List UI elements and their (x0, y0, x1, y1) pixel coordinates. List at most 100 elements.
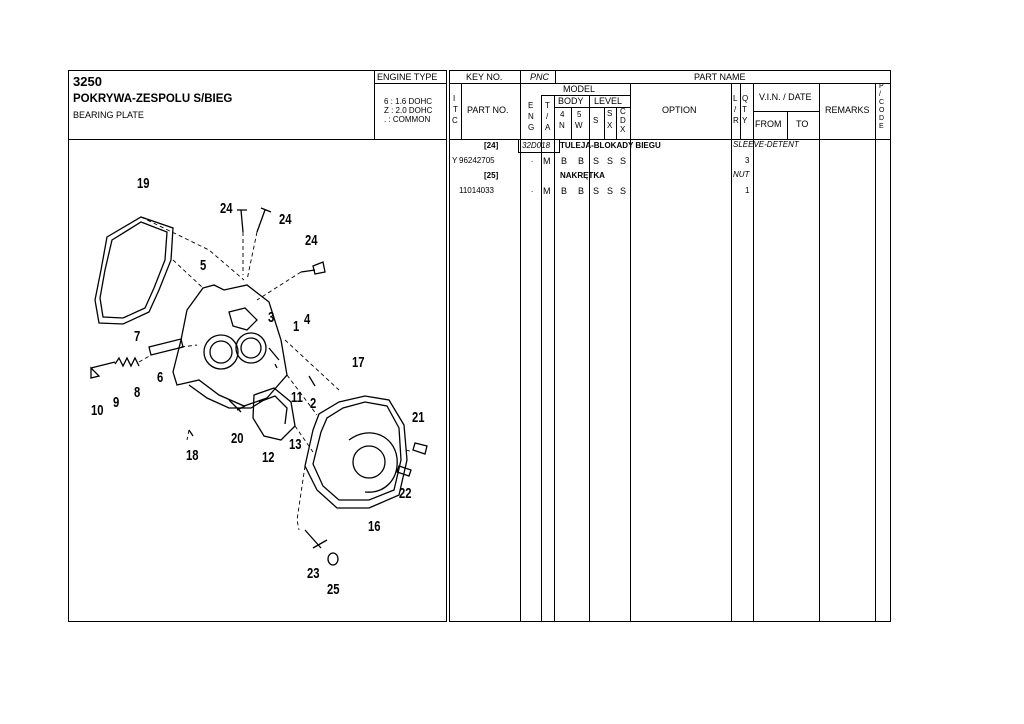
row-key: [25] (484, 171, 499, 180)
callout-18: 18 (186, 447, 199, 464)
col-lr-r: R (733, 116, 739, 125)
col-level-sx-x: X (607, 121, 613, 130)
bolt-10 (90, 361, 116, 379)
callout-10: 10 (91, 402, 104, 419)
divider (68, 139, 446, 140)
header-panel (68, 70, 447, 622)
callout-1: 1 (293, 318, 300, 335)
divider (374, 70, 375, 139)
divider (554, 95, 555, 621)
row-name: TULEJA-BLOKADY BIEGU (560, 141, 661, 150)
row-ta: M (543, 186, 551, 196)
col-part-no: PART NO. (467, 105, 509, 115)
divider (753, 111, 819, 112)
col-body-w: W (575, 121, 583, 130)
bracket-12 (252, 387, 296, 441)
divider (604, 107, 605, 139)
col-pcode: P / C O D E (879, 83, 885, 130)
col-qty-t: T (742, 105, 747, 114)
col-level-cdx-c: C (620, 107, 626, 116)
divider (520, 70, 521, 621)
pnc-box (518, 139, 560, 153)
engine-6: 6 : 1.6 DOHC (384, 97, 433, 106)
divider (740, 83, 741, 139)
callout-24c: 24 (305, 232, 318, 249)
parts-table (449, 70, 891, 622)
row-level-sx: S (607, 156, 614, 166)
col-from: FROM (755, 119, 782, 129)
divider (449, 139, 890, 140)
col-ta-a: A (545, 123, 551, 132)
row-key: [24] (484, 141, 499, 150)
bolt-23 (304, 529, 328, 549)
row-level-s: S (593, 186, 600, 196)
row-body-5w: B (578, 156, 585, 166)
col-level: LEVEL (594, 96, 623, 106)
col-ta-slash: / (546, 112, 549, 121)
divider (787, 111, 788, 139)
section-code: 3250 (73, 74, 102, 89)
divider (374, 83, 446, 84)
row-level-s: S (593, 156, 600, 166)
callout-24a: 24 (220, 200, 233, 217)
callout-6: 6 (157, 369, 164, 386)
row-part-no: 11014033 (459, 186, 494, 195)
divider (541, 95, 630, 96)
divider (753, 83, 754, 621)
divider (571, 107, 572, 139)
col-lr-slash: / (734, 105, 737, 114)
engine-z: Z : 2.0 DOHC (384, 106, 433, 115)
col-body: BODY (558, 96, 584, 106)
row-ta: M (543, 156, 551, 166)
callout-12: 12 (262, 449, 275, 466)
col-to: TO (796, 119, 809, 129)
row-body-4n: B (561, 156, 568, 166)
callout-21: 21 (412, 409, 425, 426)
row-qty: 1 (745, 186, 750, 195)
row-part-no: 96242705 (459, 156, 495, 165)
col-pnc: PNC (530, 72, 550, 82)
exploded-parts-diagram (90, 207, 428, 566)
col-vin-date: V.I.N. / DATE (759, 92, 812, 102)
callout-4: 4 (304, 311, 311, 328)
callout-16: 16 (368, 518, 381, 535)
callout-7: 7 (134, 328, 141, 345)
col-level-cdx-x: X (620, 125, 626, 134)
divider (554, 107, 630, 108)
row-itc: Y (452, 156, 458, 165)
divider (875, 83, 876, 621)
callout-3: 3 (268, 309, 275, 326)
col-ta-t: T (545, 101, 550, 110)
row-level-sx: S (607, 186, 614, 196)
col-qty-q: Q (742, 94, 749, 103)
divider (731, 83, 732, 621)
engine-common: . : COMMON (384, 115, 431, 124)
col-itc-i: I (453, 94, 456, 103)
callout-9: 9 (113, 394, 120, 411)
callout-2: 2 (310, 395, 317, 412)
col-level-s: S (593, 116, 599, 125)
callout-19: 19 (137, 175, 150, 192)
row-body-5w: B (578, 186, 585, 196)
col-level-cdx-d: D (620, 116, 626, 125)
cover-16 (304, 395, 408, 509)
row-eng: . (531, 185, 534, 194)
row-level-cdx: S (620, 156, 627, 166)
callout-13: 13 (289, 436, 302, 453)
section-title: POKRYWA-ZESPOLU S/BIEG (73, 93, 233, 105)
col-body-n: N (559, 121, 565, 130)
col-key-no: KEY NO. (466, 72, 503, 82)
col-model: MODEL (563, 84, 596, 94)
divider (630, 83, 631, 621)
col-option: OPTION (662, 105, 697, 115)
divider (541, 95, 542, 621)
callout-22: 22 (399, 485, 412, 502)
row-name: NAKRĘTKA (560, 171, 605, 180)
col-part-name: PART NAME (694, 72, 746, 82)
callout-11: 11 (291, 389, 303, 406)
callout-23: 23 (307, 565, 320, 582)
divider (616, 107, 617, 139)
engine-type-label: ENGINE TYPE (377, 72, 438, 82)
divider (449, 83, 890, 84)
divider (589, 95, 590, 621)
